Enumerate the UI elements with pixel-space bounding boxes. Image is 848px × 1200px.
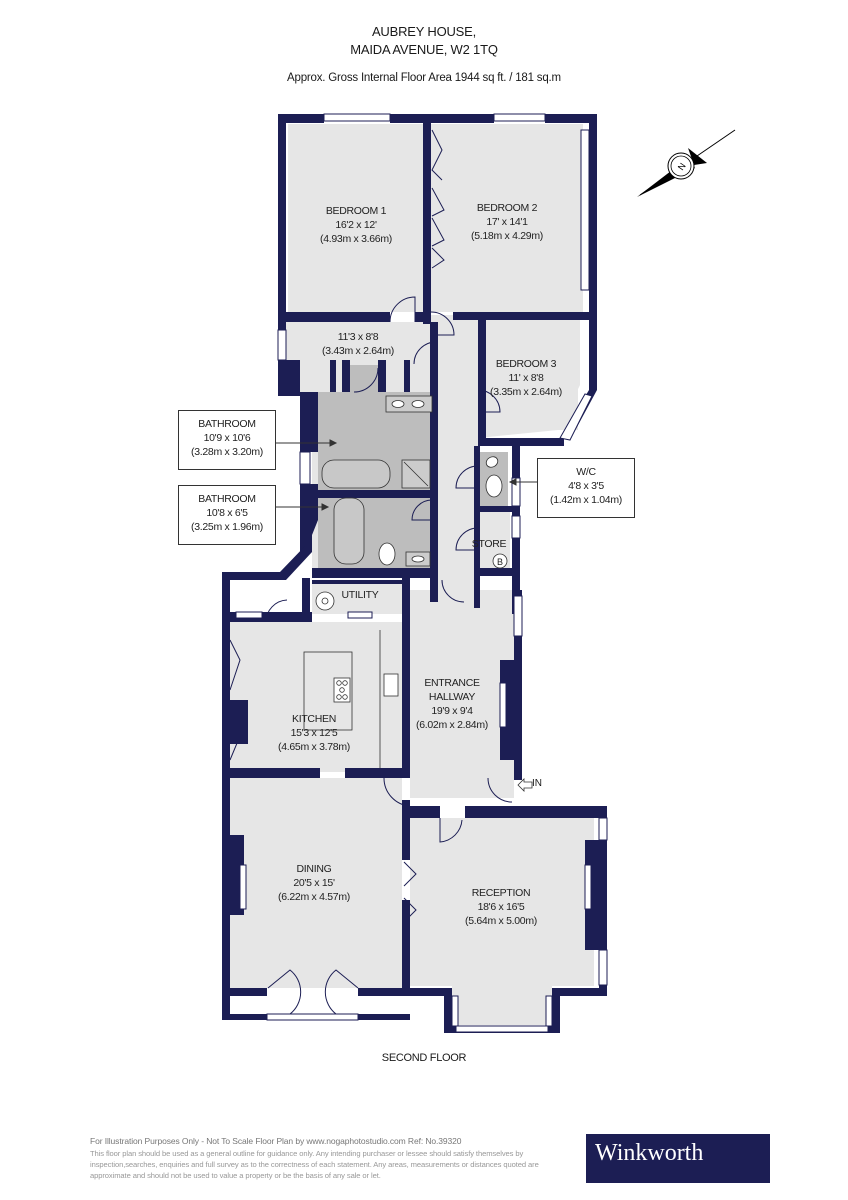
footer-credit: For Illustration Purposes Only - Not To …: [90, 1136, 462, 1146]
boiler-icon: [492, 553, 508, 569]
toilet-icon: [485, 474, 503, 498]
room-name: KITCHEN: [291, 713, 336, 725]
room-floors: [230, 124, 594, 1025]
winkworth-logo: Winkworth: [586, 1134, 770, 1183]
room-size-metric: (6.22m x 4.57m): [278, 891, 350, 903]
room-size-imperial: 11'3 x 8'8: [337, 331, 379, 343]
room-kitchen: KITCHEN 15'3 x 12'5 (4.65m x 3.78m): [278, 712, 350, 754]
room-name: W/C: [576, 466, 596, 478]
property-name: AUBREY HOUSE,: [371, 24, 477, 39]
room-size-metric: (3.28m x 3.20m): [191, 446, 263, 458]
room-name: RECEPTION: [471, 887, 531, 899]
callout-bathroom-2: BATHROOM 10'8 x 6'5 (3.25m x 1.96m): [178, 485, 276, 545]
room-size-metric: (5.18m x 4.29m): [471, 230, 543, 242]
room-size-imperial: 18'6 x 16'5: [477, 901, 525, 913]
bathtub-icon: [321, 459, 391, 489]
callout-bathroom-1: BATHROOM 10'9 x 10'6 (3.28m x 3.20m): [178, 410, 276, 470]
room-size-imperial: 20'5 x 15': [293, 877, 335, 889]
room-size-imperial: 10'8 x 6'5: [206, 507, 248, 519]
room-size-imperial: 4'8 x 3'5: [568, 480, 604, 492]
boiler-label: B: [497, 557, 503, 567]
room-bedroom-3: BEDROOM 3 11' x 8'8 (3.35m x 2.64m): [490, 357, 562, 399]
room-name: BATHROOM: [198, 418, 256, 430]
room-name: DINING: [296, 863, 332, 875]
room-dressing: 11'3 x 8'8 (3.43m x 2.64m): [322, 330, 394, 358]
room-size-imperial: 17' x 14'1: [486, 216, 528, 228]
floor-label: SECOND FLOOR: [381, 1052, 467, 1064]
room-name: BEDROOM 2: [476, 202, 538, 214]
room-entrance-hallway: ENTRANCE HALLWAY 19'9 x 9'4 (6.02m x 2.8…: [416, 676, 488, 732]
room-size-imperial: 15'3 x 12'5: [290, 727, 338, 739]
windows: [235, 113, 608, 1033]
room-size-metric: (3.43m x 2.64m): [322, 345, 394, 357]
room-size-imperial: 19'9 x 9'4: [431, 705, 473, 717]
sink-icon: [383, 673, 399, 697]
room-name: BATHROOM: [198, 493, 256, 505]
room-size-metric: (4.93m x 3.66m): [320, 233, 392, 245]
room-size-metric: (3.25m x 1.96m): [191, 521, 263, 533]
floor-area: Approx. Gross Internal Floor Area 1944 s…: [287, 72, 561, 84]
room-store: STORE: [471, 537, 507, 551]
room-size-metric: (5.64m x 5.00m): [465, 915, 537, 927]
room-name: STORE: [471, 538, 507, 550]
room-dining: DINING 20'5 x 15' (6.22m x 4.57m): [278, 862, 350, 904]
room-name-line-2: HALLWAY: [428, 691, 476, 703]
toilet-icon: [378, 542, 396, 566]
room-size-imperial: 16'2 x 12': [335, 219, 377, 231]
room-utility: UTILITY: [342, 588, 379, 602]
north-arrow-icon: N: [637, 129, 736, 197]
callout-wc: W/C 4'8 x 3'5 (1.42m x 1.04m): [537, 458, 635, 518]
room-name: UTILITY: [341, 589, 379, 601]
room-bedroom-2: BEDROOM 2 17' x 14'1 (5.18m x 4.29m): [471, 201, 543, 243]
room-name: BEDROOM 3: [495, 358, 557, 370]
entrance-label: IN: [532, 778, 542, 789]
room-reception: RECEPTION 18'6 x 16'5 (5.64m x 5.00m): [465, 886, 537, 928]
room-size-imperial: 11' x 8'8: [508, 372, 544, 384]
fixtures: [303, 395, 508, 768]
doors: [229, 129, 513, 1015]
room-name: BEDROOM 1: [325, 205, 387, 217]
room-size-metric: (3.35m x 2.64m): [490, 386, 562, 398]
callout-leaders: [276, 439, 537, 511]
bathtub-icon: [333, 497, 365, 565]
room-name: ENTRANCE: [424, 677, 480, 689]
room-size-metric: (1.42m x 1.04m): [550, 494, 622, 506]
property-address: MAIDA AVENUE, W2 1TQ: [350, 42, 498, 57]
room-size-metric: (6.02m x 2.84m): [416, 719, 488, 731]
room-size-metric: (4.65m x 3.78m): [278, 741, 350, 753]
room-size-imperial: 10'9 x 10'6: [203, 432, 251, 444]
entrance-arrow-icon: [517, 778, 533, 792]
room-bedroom-1: BEDROOM 1 16'2 x 12' (4.93m x 3.66m): [320, 204, 392, 246]
svg-text:N: N: [676, 161, 688, 172]
footer-disclaimer: This floor plan should be used as a gene…: [90, 1149, 539, 1180]
